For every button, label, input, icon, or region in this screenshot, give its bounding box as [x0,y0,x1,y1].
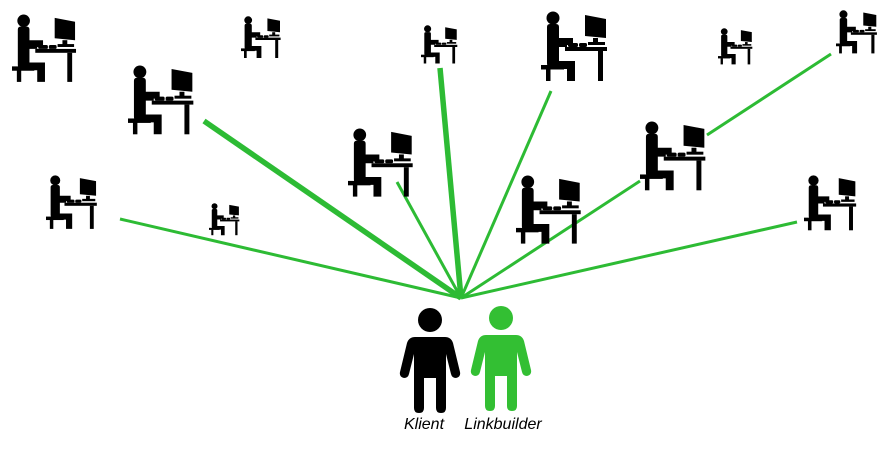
link-line [395,181,463,299]
person-at-computer-icon [348,128,413,197]
person-at-computer-icon [804,175,857,231]
person-at-computer-icon [209,203,240,236]
person-at-computer-icon [516,175,581,244]
person-at-computer-icon [836,10,877,54]
link-line [119,217,462,300]
link-lines [119,52,832,301]
linkbuilder-figure [470,306,532,411]
person-at-computer-icon [128,65,194,135]
person-at-computer-icon [718,28,753,65]
client-label: Klient [403,416,445,433]
link-line [706,52,832,137]
person-at-computer-icon [46,175,97,229]
person-at-computer-icon [640,121,706,191]
person-at-computer-icon [541,11,607,81]
link-line [460,179,641,300]
linkbuilder-label: Linkbuilder [464,416,542,433]
standing-person-icon [399,308,461,413]
link-line [460,220,798,300]
client-figure [399,308,461,413]
person-at-computer-icon [12,14,77,82]
link-line [459,90,553,299]
link-line [202,118,463,301]
person-at-computer-icon [421,25,458,64]
link-line [437,67,464,299]
standing-person-icon [470,306,532,411]
person-at-computer-icon [241,16,281,58]
